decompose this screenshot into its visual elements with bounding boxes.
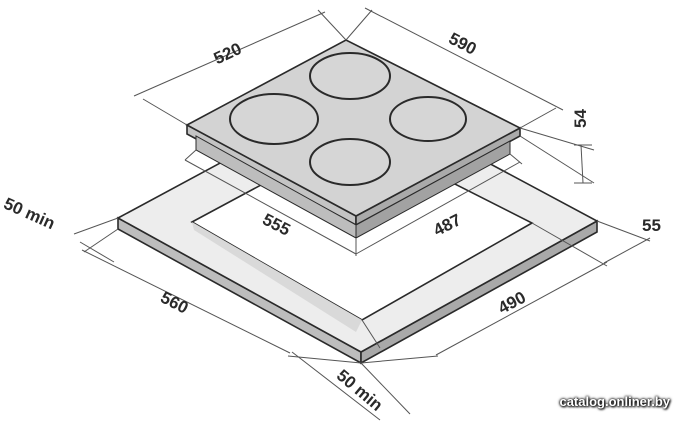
dim-worktop-depth: 490 [495,288,529,318]
dim-hob-width: 590 [446,29,480,59]
burner-right [389,96,467,142]
dim-cutout-depth: 487 [430,210,464,240]
worktop-edge-left [117,216,362,365]
cutout-inner-edge [192,222,362,332]
burner-front [309,138,391,186]
burner-back [309,52,391,100]
worktop-edge-right [360,219,598,365]
dim-hob-depth: 520 [211,39,245,68]
watermark-text: catalog.onliner.by [559,394,670,409]
dim-hob-height: 54 [571,109,590,128]
burner-left [229,93,319,145]
dim-min-clearance-left: 50 min [1,194,58,233]
dim-cutout-offset-right: 55 [642,216,661,235]
dimension-lines [73,7,651,421]
dim-cutout-width: 555 [259,210,293,240]
hob-unit [185,39,522,239]
dim-worktop-width: 560 [157,288,191,318]
